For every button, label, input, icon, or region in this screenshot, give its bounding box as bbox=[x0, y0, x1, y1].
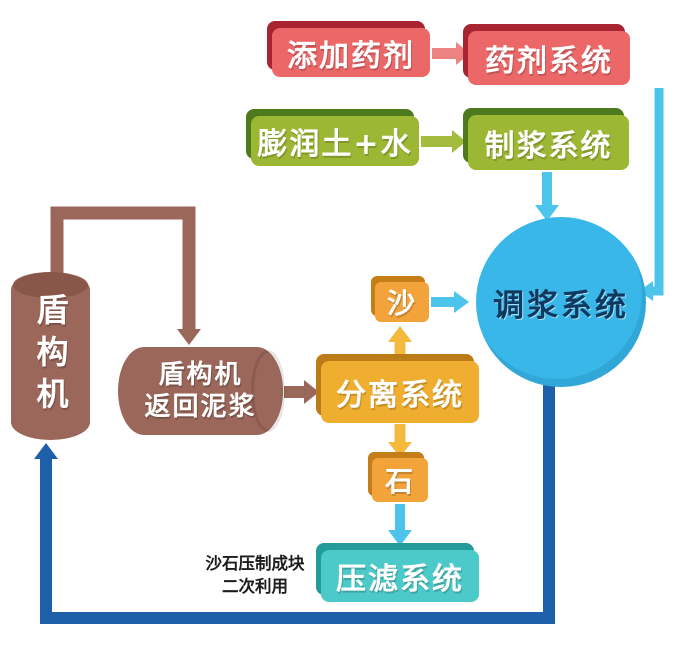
arrow-chemical-system-to-mixing bbox=[639, 88, 664, 301]
caption-reuse-note: 沙石压制成块 二次利用 bbox=[190, 552, 320, 598]
arrow-stone-to-filter-press bbox=[388, 504, 412, 546]
arrow-slurry-preparation-to-mixing bbox=[535, 172, 559, 221]
arrow-sand-to-mixing bbox=[431, 291, 469, 313]
node-return-slurry-line1: 盾构机 bbox=[158, 359, 243, 390]
node-separation-system: 分离系统 bbox=[321, 361, 479, 423]
node-filter-press-label: 压滤系统 bbox=[336, 562, 464, 597]
node-chemical-system-label: 药剂系统 bbox=[485, 44, 613, 79]
node-slurry-mixing-system: 调浆系统 bbox=[476, 217, 646, 387]
arrow-mixing-to-shield-machine bbox=[34, 378, 555, 624]
node-slurry-preparation-label: 制浆系统 bbox=[484, 128, 613, 164]
node-chemical-system: 药剂系统 bbox=[468, 31, 630, 85]
node-filter-press-system: 压滤系统 bbox=[321, 550, 479, 602]
node-stone: 石 bbox=[372, 458, 428, 502]
node-return-slurry: 盾构机 返回泥浆 bbox=[118, 347, 285, 435]
node-shield-machine: 盾构机 bbox=[11, 272, 90, 440]
node-sand-label: 沙 bbox=[386, 287, 417, 320]
arrow-separation-to-sand bbox=[388, 326, 412, 359]
node-return-slurry-line2: 返回泥浆 bbox=[144, 392, 257, 422]
caption-line1: 沙石压制成块 bbox=[205, 554, 305, 573]
arrow-bentonite-to-slurry-preparation bbox=[421, 130, 466, 153]
node-slurry-mixing-label: 调浆系统 bbox=[493, 287, 629, 324]
arrow-shield-machine-to-return-slurry bbox=[50, 206, 201, 345]
node-add-chemical: 添加药剂 bbox=[272, 28, 430, 77]
node-bentonite-water-label: 膨润土+水 bbox=[257, 127, 413, 162]
arrow-return-slurry-to-separation bbox=[284, 380, 319, 404]
node-slurry-preparation-system: 制浆系统 bbox=[468, 115, 629, 170]
node-separation-label: 分离系统 bbox=[336, 378, 464, 413]
node-shield-machine-label: 盾构机 bbox=[31, 293, 70, 419]
caption-line2: 二次利用 bbox=[222, 577, 288, 597]
node-stone-label: 石 bbox=[384, 465, 415, 498]
node-add-chemical-label: 添加药剂 bbox=[287, 38, 415, 74]
arrow-add-chemical-to-chemical-system bbox=[432, 42, 470, 65]
arrow-separation-to-stone bbox=[388, 424, 412, 457]
node-bentonite-water: 膨润土+水 bbox=[251, 116, 419, 166]
node-sand: 沙 bbox=[375, 282, 429, 322]
